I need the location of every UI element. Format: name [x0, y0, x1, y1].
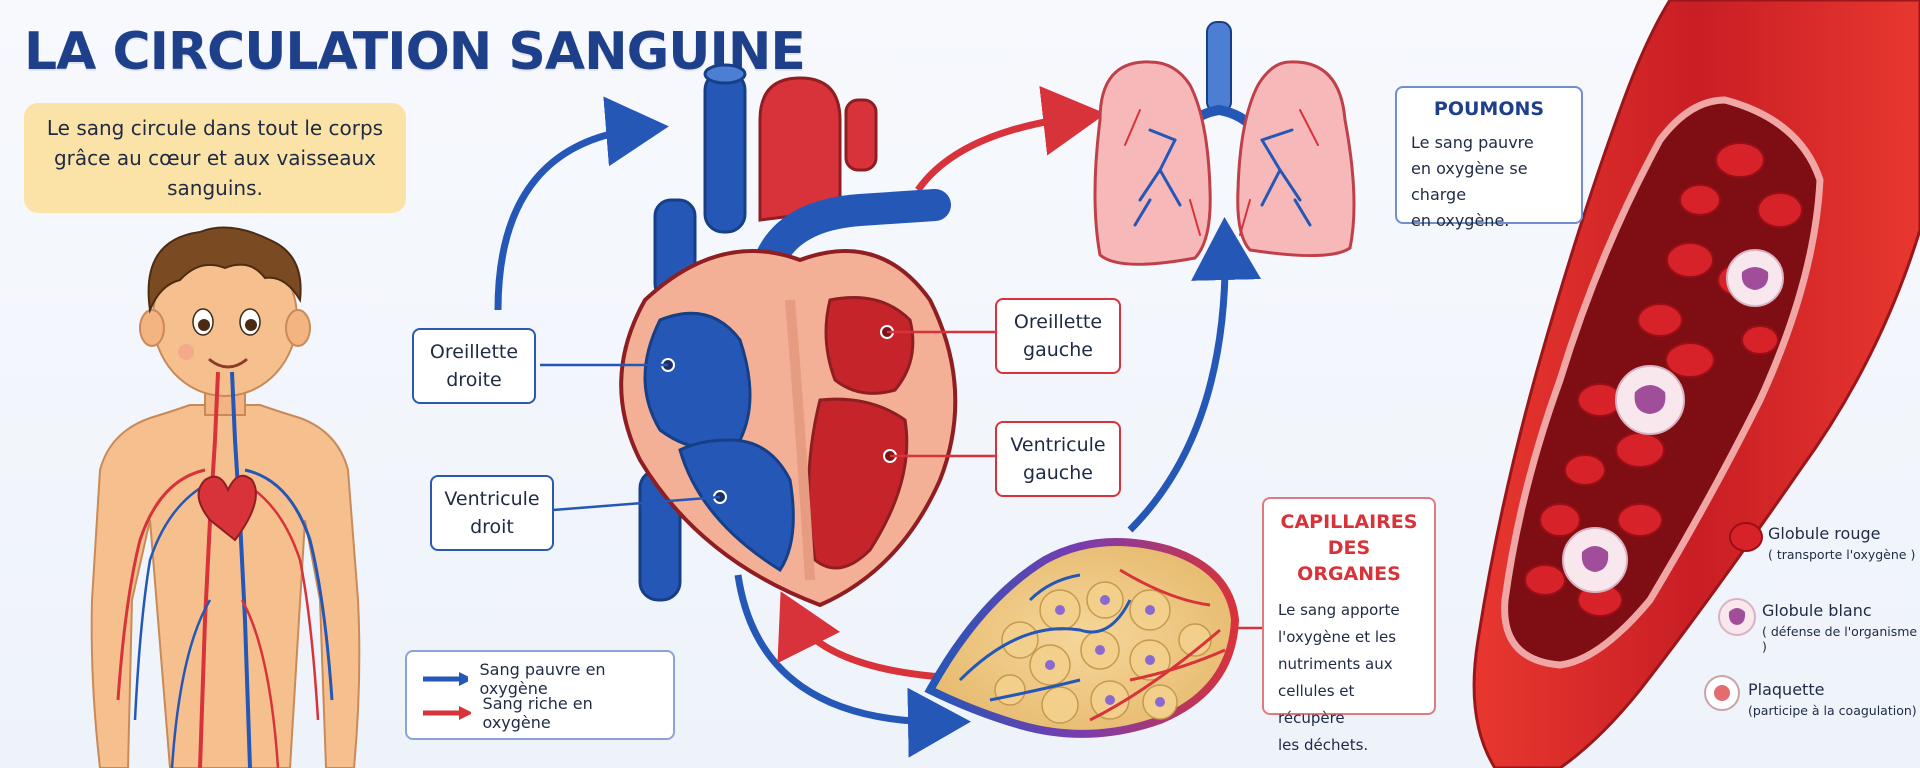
globule-rouge-name: Globule rouge — [1768, 524, 1881, 543]
child-figure — [90, 226, 361, 768]
legend-box: Sang pauvre en oxygène Sang riche en oxy… — [405, 650, 675, 740]
arrow-heart-to-lungs — [915, 85, 1106, 193]
page-title: LA CIRCULATION SANGUINE — [24, 22, 806, 82]
red-arrow-icon — [423, 706, 471, 720]
red-cell-icon — [1729, 522, 1763, 552]
lungs-title: POUMONS — [1433, 98, 1545, 120]
legend-row-rich: Sang riche en oxygène — [423, 694, 657, 732]
white-cell-icon — [1718, 598, 1756, 636]
plaquette-role: (participe à la coagulation) — [1748, 703, 1917, 718]
globule-blanc-role: ( défense de l'organisme ) — [1762, 624, 1918, 654]
arrow-capillaries-to-heart — [777, 591, 956, 682]
label-globule-rouge: Globule rouge ( transporte l'oxygène ) — [1768, 524, 1915, 562]
plaquette-name: Plaquette — [1748, 680, 1825, 699]
legend-rich-label: Sang riche en oxygène — [482, 694, 593, 732]
blue-arrow-icon — [423, 672, 468, 686]
legend-row-poor: Sang pauvre en oxygène — [423, 660, 657, 698]
label-oreillette-droite: Oreillette droite — [412, 328, 536, 404]
globule-rouge-role: ( transporte l'oxygène ) — [1768, 547, 1916, 562]
label-oreillette-gauche: Oreillette gauche — [995, 298, 1121, 374]
arrow-heart-to-capillaries — [734, 574, 971, 758]
blood-vessel-illustration — [1472, 0, 1920, 768]
label-plaquette: Plaquette (participe à la coagulation) — [1748, 680, 1917, 718]
label-ventricule-droit: Ventricule droit — [430, 475, 554, 551]
arrow-vena-to-heart — [494, 96, 669, 311]
lungs-illustration — [1093, 21, 1356, 266]
capillaries-description: Le sang apporte l'oxygène et les nutrime… — [1278, 601, 1400, 754]
capillaries-title: CAPILLAIRES DES ORGANES — [1280, 511, 1418, 585]
label-ventricule-gauche: Ventricule gauche — [995, 421, 1121, 497]
label-globule-blanc: Globule blanc ( défense de l'organisme ) — [1762, 601, 1920, 654]
arrow-capillaries-to-lungs — [1127, 217, 1262, 533]
platelet-icon — [1704, 675, 1740, 711]
capillaries-illustration — [924, 538, 1262, 738]
capillaries-info-box: CAPILLAIRES DES ORGANES Le sang apporte … — [1262, 497, 1436, 754]
intro-text-box: Le sang circule dans tout le corps grâce… — [24, 103, 406, 213]
globule-blanc-name: Globule blanc — [1762, 601, 1872, 620]
heart-illustration — [619, 63, 958, 608]
lungs-info-box: POUMONS Le sang pauvre en oxygène se cha… — [1395, 86, 1583, 230]
lungs-description: Le sang pauvre en oxygène se charge en o… — [1411, 133, 1534, 230]
legend-poor-label: Sang pauvre en oxygène — [479, 660, 606, 698]
